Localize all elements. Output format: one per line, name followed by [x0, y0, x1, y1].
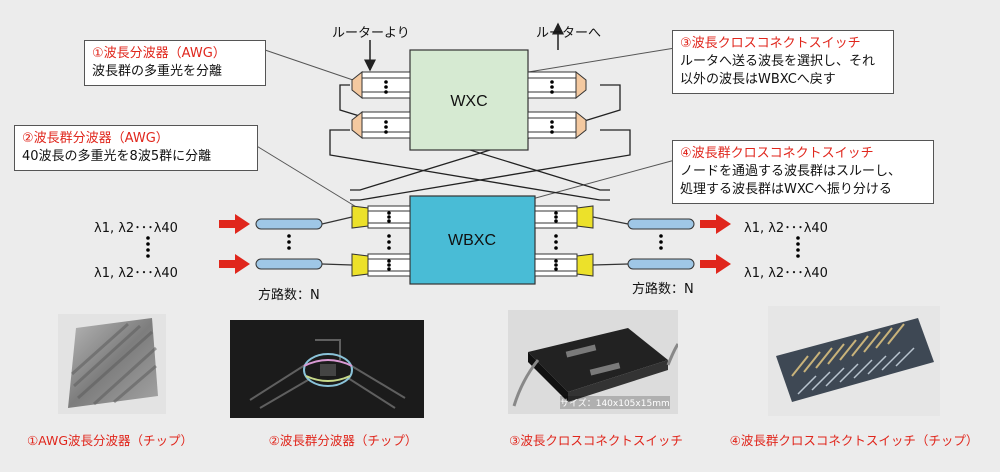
- wavelength-right-bottom: λ1, λ2･･･λ40: [744, 266, 828, 281]
- output-fiber-bottom: [592, 258, 695, 270]
- callout-wbxc-title: ④波長群クロスコネクトスイッチ: [680, 146, 874, 161]
- caption-waveband-chip: ②波長群分波器（チップ）: [268, 433, 418, 448]
- right-wavelength-ellipsis: [796, 236, 800, 258]
- callout-3-leader: [509, 47, 676, 76]
- from-router-label: ルーターより: [332, 26, 410, 41]
- callout-2-leader: [254, 144, 359, 209]
- wbxc-left-awg-top: [351, 205, 411, 229]
- callout-waveband-demux-line1: 40波長の多重光を8波5群に分離: [22, 149, 212, 164]
- output-fiber-dots: [659, 234, 663, 238]
- wxc-label: WXC: [450, 93, 487, 110]
- wxc-left-awg-bottom: [351, 110, 411, 140]
- wbxc-right-dots: [554, 234, 558, 238]
- callout-1-leader: [264, 49, 354, 81]
- wavelength-left-bottom: λ1, λ2･･･λ40: [94, 266, 178, 281]
- red-input-arrow-bottom: [219, 254, 250, 274]
- callout-awg-demux-line1: 波長群の多重光を分離: [92, 64, 223, 79]
- left-wavelength-ellipsis: [146, 236, 150, 258]
- input-fiber-bottom: [255, 258, 353, 270]
- wbxc-right-awg-bottom: [534, 253, 594, 277]
- caption-awg-chip: ①AWG波長分波器（チップ）: [26, 433, 194, 448]
- port-count-left: 方路数：N: [258, 288, 320, 303]
- callout-wbxc: ④波長群クロスコネクトスイッチ ノードを通過する波長群はスルーし、 処理する波長…: [672, 140, 934, 204]
- photo-wbxc-chip: [768, 306, 940, 416]
- wxc-left-awg-top: [351, 70, 411, 100]
- photo-awg-chip: [58, 314, 166, 414]
- input-fiber-dots: [287, 234, 291, 238]
- wavelength-right-top: λ1, λ2･･･λ40: [744, 221, 828, 236]
- wbxc-label: WBXC: [448, 232, 496, 249]
- output-fiber-top: [592, 216, 695, 230]
- module-size-label: サイズ：140x105x15mm: [560, 396, 670, 409]
- photo-wxc-module: サイズ：140x105x15mm: [508, 310, 678, 414]
- wbxc-chip-image: [776, 318, 934, 402]
- wxc-block: [409, 49, 529, 151]
- wbxc-left-awg-bottom: [351, 253, 411, 277]
- wavelength-left-top: λ1, λ2･･･λ40: [94, 221, 178, 236]
- red-output-arrow-bottom: [700, 254, 731, 274]
- interconnect-loops: [329, 84, 631, 201]
- wbxc-block: [409, 195, 536, 285]
- photo-waveband-chip: [230, 320, 424, 418]
- callout-wxc: ③波長クロスコネクトスイッチ ルータへ送る波長を選択し、それ 以外の波長はWBX…: [672, 30, 894, 94]
- callout-wbxc-line1: ノードを通過する波長群はスルーし、: [680, 164, 902, 179]
- input-fiber-top: [255, 216, 353, 230]
- callout-wxc-title: ③波長クロスコネクトスイッチ: [680, 36, 861, 51]
- caption-wxc-module: ③波長クロスコネクトスイッチ: [509, 433, 683, 448]
- to-router-label: ルーターへ: [536, 26, 602, 41]
- callout-4-leader: [509, 159, 676, 206]
- waveband-chip-image: [230, 320, 424, 418]
- callout-awg-demux: ①波長分波器（AWG） 波長群の多重光を分離: [84, 40, 266, 86]
- callout-waveband-demux: ②波長群分波器（AWG） 40波長の多重光を8波5群に分離: [14, 125, 258, 171]
- wxc-right-awg-bottom: [527, 110, 587, 140]
- caption-wbxc-chip: ④波長群クロスコネクトスイッチ（チップ）: [729, 433, 979, 448]
- wxc-right-awg-top: [527, 70, 587, 100]
- callout-awg-demux-title: ①波長分波器（AWG）: [92, 46, 226, 61]
- red-input-arrow-top: [219, 214, 250, 234]
- red-output-arrow-top: [700, 214, 731, 234]
- callout-wxc-line2: 以外の波長はWBXCへ戻す: [680, 72, 836, 87]
- awg-chip-image: [68, 318, 158, 408]
- callout-waveband-demux-title: ②波長群分波器（AWG）: [22, 131, 169, 146]
- callout-wxc-line1: ルータへ送る波長を選択し、それ: [680, 54, 876, 69]
- wbxc-left-dots: [387, 234, 391, 238]
- wxc-module-image: [512, 328, 678, 407]
- callout-wbxc-line2: 処理する波長群はWXCへ振り分ける: [680, 182, 892, 197]
- port-count-right: 方路数：N: [632, 282, 694, 297]
- wbxc-right-awg-top: [534, 205, 594, 229]
